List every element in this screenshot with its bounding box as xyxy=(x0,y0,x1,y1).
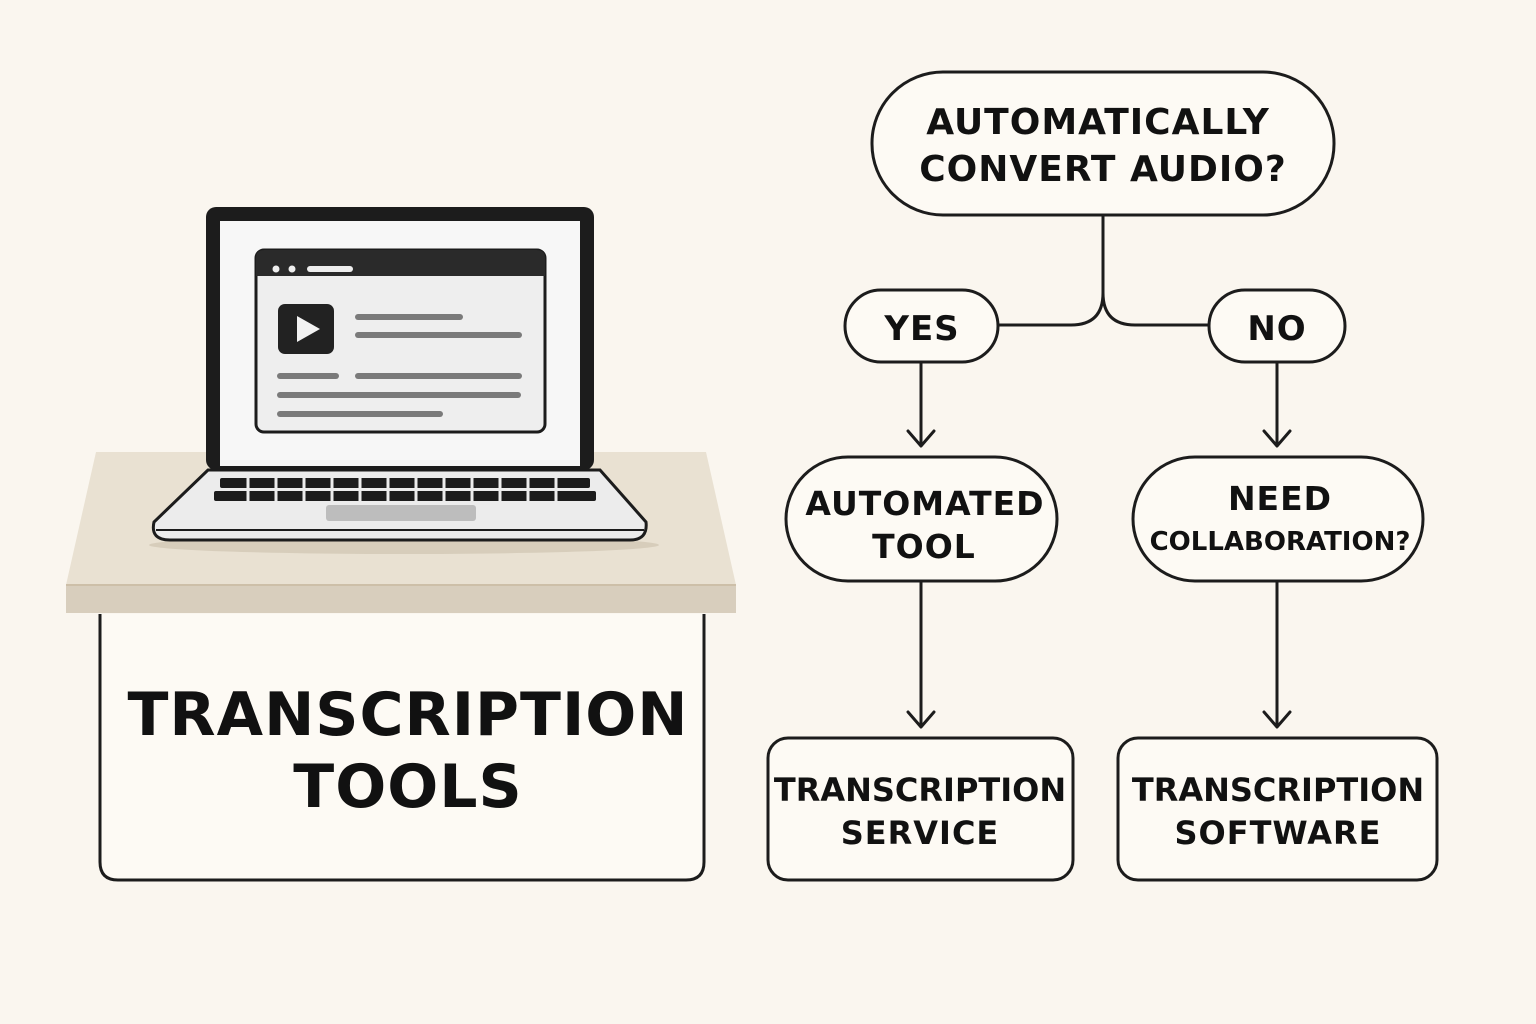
flow-connectors xyxy=(906,213,1292,729)
transcription-service-label-line1: TRANSCRIPTION xyxy=(774,771,1066,809)
desk-title-line1: TRANSCRIPTION xyxy=(128,680,689,750)
question-label-line2: CONVERT AUDIO? xyxy=(919,149,1287,190)
yes-node xyxy=(843,288,1000,364)
transcription-software-label-line2: SOFTWARE xyxy=(1174,814,1381,852)
desk-body xyxy=(98,614,706,882)
yes-label: YES xyxy=(883,309,959,349)
need-collaboration-label-line2: COLLABORATION? xyxy=(1150,527,1411,557)
question-node xyxy=(870,70,1336,217)
need-collaboration-label-line1: NEED xyxy=(1228,479,1332,518)
desk-edge xyxy=(66,585,736,613)
transcription-software-node xyxy=(1116,736,1439,882)
transcription-service-node xyxy=(766,736,1075,882)
automated-tool-label-line1: AUTOMATED xyxy=(805,484,1044,523)
desk-title-line2: TOOLS xyxy=(293,752,522,822)
question-label-line1: AUTOMATICALLY xyxy=(926,102,1270,143)
trackpad xyxy=(326,505,476,521)
automated-tool-node xyxy=(784,455,1059,583)
no-node xyxy=(1207,288,1347,364)
play-icon xyxy=(278,304,334,354)
need-collaboration-node xyxy=(1131,455,1425,583)
automated-tool-label-line2: TOOL xyxy=(872,527,976,566)
transcription-software-label-line1: TRANSCRIPTION xyxy=(1132,771,1424,809)
laptop-icon xyxy=(149,207,659,554)
transcription-service-label-line2: SERVICE xyxy=(841,814,1000,852)
no-label: NO xyxy=(1247,309,1306,349)
